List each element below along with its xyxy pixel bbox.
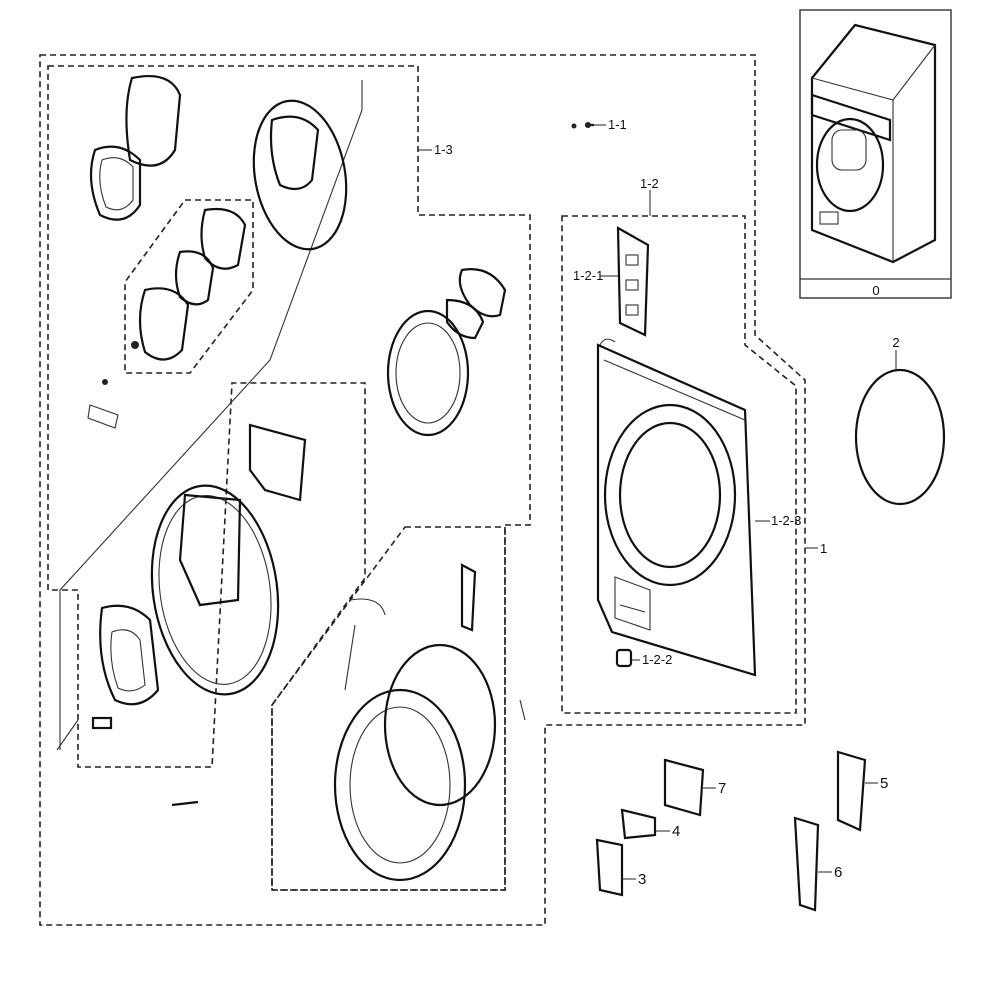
boundary-door-ring: [271, 526, 506, 891]
window-seal: [200, 207, 247, 270]
door-handle-cap: [87, 404, 119, 429]
door-window-parts: [87, 74, 348, 429]
ring-gasket: [854, 368, 946, 506]
door-seal-ring: [445, 298, 485, 340]
washer-control-panel: [810, 93, 892, 142]
part-3-cover: [595, 838, 624, 897]
door-ring-parts: [333, 268, 526, 882]
door-inner-panel: [150, 484, 280, 696]
callout-1-2: 1-2: [640, 176, 659, 191]
washer-unit: [810, 23, 937, 264]
leader-lines: [418, 124, 897, 880]
part-4-bracket: [620, 808, 657, 840]
door-outline-upper: [59, 80, 363, 750]
door-outer-cover: [252, 99, 348, 251]
door-inner-parts: [91, 423, 307, 807]
callout-1-2-2: 1-2-2: [642, 652, 672, 667]
front-panel-door-opening: [603, 403, 737, 587]
door-inner-ring: [333, 688, 467, 882]
window-glass: [89, 145, 142, 221]
callout-4: 4: [672, 823, 680, 840]
callout-1-1: 1-1: [608, 117, 627, 132]
boundary-assembly-1-3: [47, 65, 531, 891]
callout-1-2-3: 1-2-3: [771, 513, 801, 528]
front-panel-assembly: [596, 226, 757, 677]
callout-7: 7: [718, 780, 726, 797]
callout-6: 6: [834, 864, 842, 881]
callout-labels: 0 1 1-1 1-2 1-2-1 1-2-2 1-2-3 1-3 2 3 4 …: [434, 117, 900, 888]
callout-5: 5: [880, 775, 888, 792]
door-lock-pin: [91, 716, 113, 730]
callout-1-2-1: 1-2-1: [573, 268, 603, 283]
door-handle-frame: [99, 604, 160, 706]
door-trim-strip: [171, 800, 199, 807]
callout-3: 3: [638, 871, 646, 888]
door-cover-window: [269, 115, 320, 191]
callout-2: 2: [892, 335, 899, 350]
boundary-assembly-1: [39, 54, 806, 926]
door-outer-ring: [386, 309, 470, 437]
callout-0: 0: [872, 283, 879, 298]
front-panel: [596, 343, 757, 677]
small-parts: [595, 750, 867, 912]
boundary-item-0: [799, 9, 952, 299]
panel-bracket: [616, 226, 650, 337]
washer-cabinet: [810, 23, 937, 264]
part-6-sensor: [793, 816, 820, 912]
door-back-ring: [383, 643, 497, 807]
door-gasket-ring: [458, 268, 507, 318]
callout-1-3: 1-3: [434, 142, 453, 157]
boundary-window-set: [124, 199, 254, 374]
washer-door: [815, 117, 885, 213]
door-hinge-bracket: [248, 423, 307, 502]
assembly-outline: [56, 80, 363, 751]
door-latch-housing: [178, 493, 242, 607]
panel-clip: [615, 648, 633, 668]
part-5-switch: [836, 750, 867, 832]
assembly-boundaries: [39, 9, 952, 926]
window-inner-frame: [138, 287, 190, 361]
part-7-housing: [663, 758, 705, 817]
window-frame-top: [125, 74, 182, 167]
boundary-assembly-1-2: [561, 215, 797, 714]
door-outline-lower: [56, 719, 79, 751]
door-hinge: [460, 563, 477, 632]
callout-1: 1: [820, 541, 827, 556]
window-inner-glass: [174, 250, 215, 306]
